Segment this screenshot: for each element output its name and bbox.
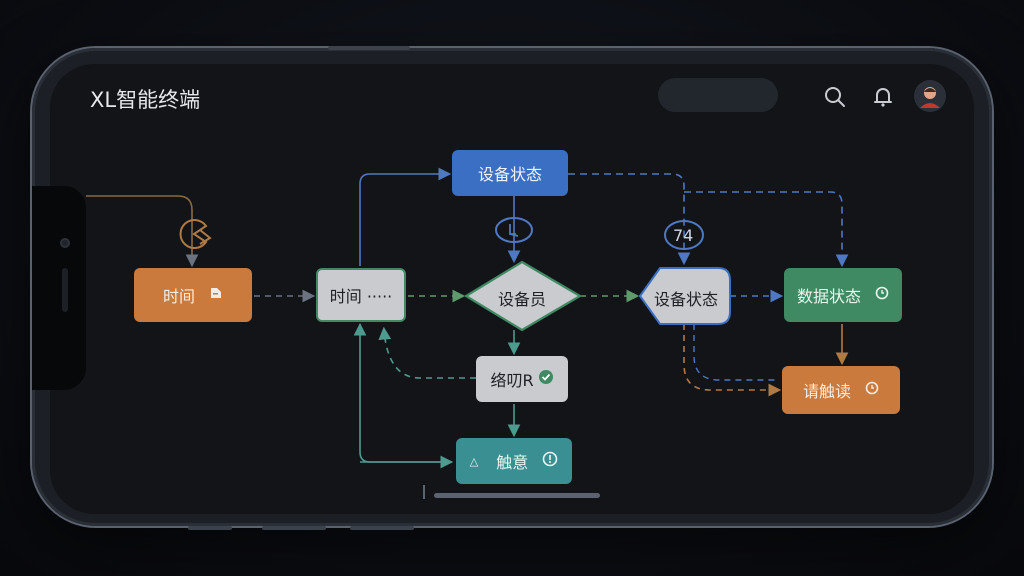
node-time-start-label: 时间 — [162, 287, 195, 306]
connector-mid-to-clear-1 — [683, 324, 782, 397]
count-badge-ring — [664, 220, 704, 250]
connector-process-to-status — [359, 167, 452, 266]
node-data-status-label: 数据状态 — [796, 287, 861, 306]
node-time-process-label: 时间 ····· — [329, 287, 393, 306]
side-button-bottom-1 — [188, 526, 232, 530]
node-data-status[interactable]: 数据状态 — [784, 268, 902, 322]
node-time-process[interactable]: 时间 ····· — [316, 268, 406, 322]
node-touch-label: 触意 — [496, 453, 529, 472]
connector-sub-to-process — [378, 326, 476, 379]
side-button-top — [328, 46, 410, 50]
home-indicator[interactable] — [434, 493, 600, 498]
node-time-start[interactable]: 时间 — [134, 268, 252, 322]
search-bar[interactable] — [658, 78, 778, 112]
avatar[interactable] — [914, 80, 946, 112]
search-icon[interactable] — [822, 84, 848, 110]
camera-icon — [60, 238, 70, 248]
connector-entry — [86, 195, 199, 268]
node-clear-label: 请触读 — [802, 382, 851, 401]
document-icon — [209, 286, 223, 304]
clock-icon — [865, 381, 879, 399]
warning-icon: △ — [469, 454, 479, 468]
side-button-bottom-2 — [262, 526, 326, 530]
status-mid-shape — [638, 267, 731, 325]
node-decision-label: 设备员 — [497, 290, 546, 309]
node-device-status-mid-label: 设备状态 — [653, 290, 718, 309]
pacman-icon — [179, 219, 212, 249]
side-button-bottom-3 — [350, 526, 414, 530]
camera-notch — [32, 186, 86, 390]
connector-top-to-mid — [568, 173, 691, 266]
clock-icon — [875, 286, 889, 304]
node-device-status-top-label: 设备状态 — [477, 165, 542, 184]
node-device-status-top[interactable]: 设备状态 — [452, 150, 568, 196]
check-icon — [538, 369, 554, 389]
speaker-grille — [62, 268, 68, 312]
count-badge: 74 — [673, 226, 694, 245]
node-clear[interactable]: 请触读 — [782, 366, 900, 414]
app-title: XL智能终端 — [90, 88, 201, 112]
node-sub-process[interactable]: 络叨R — [476, 356, 568, 402]
home-indicator-tick — [423, 485, 425, 499]
connector-touch-loop — [353, 322, 452, 463]
info-icon — [542, 451, 558, 471]
flask-icon — [495, 217, 533, 243]
bell-icon[interactable] — [870, 84, 896, 110]
decision-diamond — [463, 260, 583, 332]
connector-mid-to-clear-2 — [693, 324, 778, 381]
node-touch[interactable]: △ 触意 — [456, 438, 572, 484]
connector-top-to-data — [684, 191, 849, 268]
node-sub-process-label: 络叨R — [490, 371, 534, 390]
